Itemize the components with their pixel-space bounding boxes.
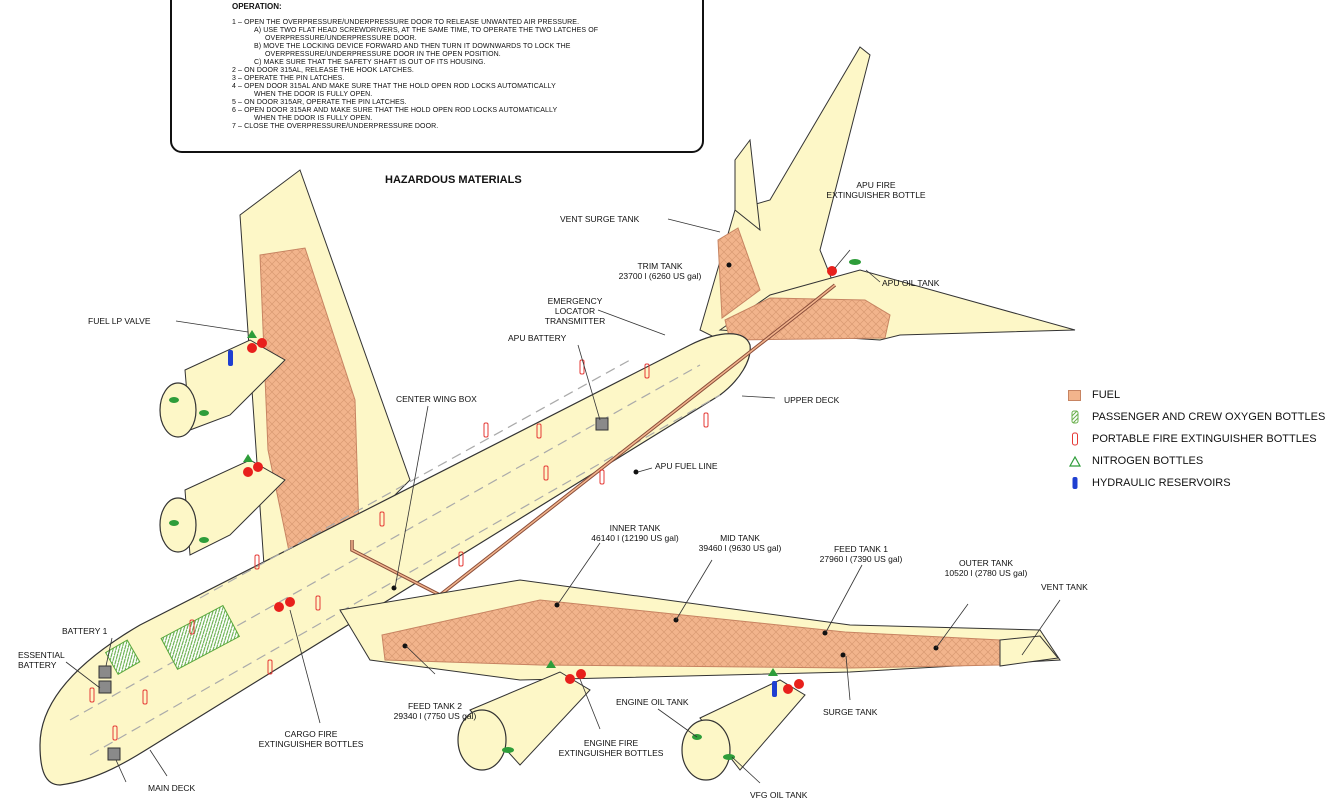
operation-line: 5 – ON DOOR 315AR, OPERATE THE PIN LATCH…	[232, 99, 407, 106]
label-line: 27960 l (7390 US gal)	[819, 554, 903, 564]
apu-battery	[595, 417, 609, 431]
label-vent-surge-tank: VENT SURGE TANK	[560, 214, 640, 224]
label-line: FEED TANK 1	[833, 544, 888, 554]
operation-line: 1 – OPEN THE OVERPRESSURE/UNDERPRESSURE …	[232, 19, 580, 26]
essential-battery	[98, 680, 112, 694]
legend-item-oxygen: PASSENGER AND CREW OXYGEN BOTTLES	[1068, 409, 1338, 425]
fire-extinguisher-dots	[243, 266, 837, 694]
triangle-outline-icon	[1068, 455, 1082, 467]
label-apu-fuel-line: APU FUEL LINE	[655, 461, 718, 471]
label-apu-battery: APU BATTERY	[508, 333, 567, 343]
label-mid-tank: MID TANK 39460 l (9630 US gal)	[688, 533, 792, 553]
leader-lines	[65, 218, 1061, 784]
legend-label: HYDRAULIC RESERVOIRS	[1092, 477, 1231, 489]
operation-line: WHEN THE DOOR IS FULLY OPEN.	[254, 115, 373, 122]
legend-label: PORTABLE FIRE EXTINGUISHER BOTTLES	[1092, 433, 1317, 445]
label-line: 46140 l (12190 US gal)	[591, 533, 679, 543]
battery-1	[98, 665, 112, 679]
operation-line: C) MAKE SURE THAT THE SAFETY SHAFT IS OU…	[254, 59, 486, 66]
label-line: LOCATOR	[554, 306, 596, 316]
label-line: 23700 l (6260 US gal)	[618, 271, 702, 281]
label-essential-battery: ESSENTIAL BATTERY	[18, 650, 65, 670]
label-line: TRIM TANK	[637, 261, 683, 271]
label-line: EXTINGUISHER BOTTLES	[258, 739, 364, 749]
nitrogen-triangles	[243, 330, 778, 676]
label-upper-deck: UPPER DECK	[784, 395, 840, 405]
legend-item-nitrogen: NITROGEN BOTTLES	[1068, 453, 1338, 469]
label-feed-tank-2: FEED TANK 2 29340 l (7750 US gal)	[380, 701, 490, 721]
label-line: TRANSMITTER	[544, 316, 606, 326]
label-center-wing-box: CENTER WING BOX	[396, 394, 477, 404]
label-line: 39460 l (9630 US gal)	[698, 543, 782, 553]
operation-box: OPERATION: 1 – OPEN THE OVERPRESSURE/UND…	[170, 0, 704, 153]
hydraulic-reservoir-right	[772, 681, 777, 697]
operation-title: OPERATION:	[232, 2, 282, 11]
diagram-title: HAZARDOUS MATERIALS	[385, 174, 522, 186]
label-line: EXTINGUISHER BOTTLE	[826, 190, 926, 200]
label-battery-1: BATTERY 1	[62, 626, 108, 636]
engine-right-inner	[457, 671, 591, 771]
portable-extinguisher-outlines	[89, 359, 709, 741]
label-line: INNER TANK	[609, 523, 661, 533]
engine-left-outer	[159, 339, 286, 438]
label-line: EXTINGUISHER BOTTLES	[558, 748, 664, 758]
operation-line: 4 – OPEN DOOR 315AL AND MAKE SURE THAT T…	[232, 83, 556, 90]
battery-front	[107, 747, 121, 761]
label-line: 29340 l (7750 US gal)	[393, 711, 477, 721]
oxygen-hatch-icon	[1071, 410, 1079, 424]
oxygen-bottles-mid	[160, 604, 241, 671]
label-vfg-oil-tank: VFG OIL TANK	[750, 790, 808, 800]
label-line: ENGINE FIRE	[583, 738, 639, 748]
label-elt: EMERGENCY LOCATOR TRANSMITTER	[525, 296, 625, 326]
legend-item-hydraulic: HYDRAULIC RESERVOIRS	[1068, 475, 1338, 491]
label-apu-fire-bottle: APU FIRE EXTINGUISHER BOTTLE	[816, 180, 936, 200]
label-apu-oil-tank: APU OIL TANK	[882, 278, 940, 288]
label-inner-tank: INNER TANK 46140 l (12190 US gal)	[580, 523, 690, 543]
engine-right-outer	[681, 679, 806, 781]
operation-line: 7 – CLOSE THE OVERPRESSURE/UNDERPRESSURE…	[232, 123, 439, 130]
extinguisher-outline-icon	[1072, 432, 1078, 446]
label-line: CARGO FIRE	[284, 729, 338, 739]
label-trim-tank: TRIM TANK 23700 l (6260 US gal)	[600, 261, 720, 281]
operation-line: 6 – OPEN DOOR 315AR AND MAKE SURE THAT T…	[232, 107, 558, 114]
label-outer-tank: OUTER TANK 10520 l (2780 US gal)	[934, 558, 1038, 578]
label-line: 10520 l (2780 US gal)	[944, 568, 1028, 578]
hydraulic-reservoir-left	[228, 350, 233, 366]
label-engine-oil-tank: ENGINE OIL TANK	[616, 697, 689, 707]
label-line: BATTERY	[18, 660, 57, 670]
label-line: ESSENTIAL	[18, 650, 65, 660]
fuel-swatch-icon	[1068, 390, 1081, 401]
label-vent-tank: VENT TANK	[1041, 582, 1088, 592]
label-fuel-lp-valve: FUEL LP VALVE	[88, 316, 151, 326]
label-line: OUTER TANK	[959, 558, 1013, 568]
label-feed-tank-1: FEED TANK 1 27960 l (7390 US gal)	[806, 544, 916, 564]
legend-label: NITROGEN BOTTLES	[1092, 455, 1204, 467]
label-engine-fire: ENGINE FIRE EXTINGUISHER BOTTLES	[546, 738, 676, 758]
operation-line: 3 – OPERATE THE PIN LATCHES.	[232, 75, 345, 82]
label-main-deck: MAIN DECK	[148, 783, 196, 793]
legend-label: FUEL	[1092, 389, 1121, 401]
fuselage	[39, 333, 751, 786]
operation-line: OVERPRESSURE/UNDERPRESSURE DOOR.	[265, 35, 417, 42]
label-line: APU FIRE	[856, 180, 896, 190]
operation-line: A) USE TWO FLAT HEAD SCREWDRIVERS, AT TH…	[254, 27, 599, 34]
operation-line: B) MOVE THE LOCKING DEVICE FORWARD AND T…	[254, 43, 571, 50]
legend-label: PASSENGER AND CREW OXYGEN BOTTLES	[1092, 411, 1326, 423]
blue-capsule-icon	[1072, 477, 1078, 489]
engine-left-inner	[159, 459, 286, 556]
label-line: FEED TANK 2	[407, 701, 462, 711]
label-line: EMERGENCY	[547, 296, 603, 306]
operation-line: OVERPRESSURE/UNDERPRESSURE DOOR IN THE O…	[265, 51, 501, 58]
label-cargo-fire: CARGO FIRE EXTINGUISHER BOTTLES	[246, 729, 376, 749]
label-surge-tank: SURGE TANK	[823, 707, 878, 717]
legend-item-extinguisher: PORTABLE FIRE EXTINGUISHER BOTTLES	[1068, 431, 1338, 447]
legend-item-fuel: FUEL	[1068, 387, 1338, 403]
label-line: MID TANK	[720, 533, 760, 543]
operation-line: WHEN THE DOOR IS FULLY OPEN.	[254, 91, 373, 98]
operation-line: 2 – ON DOOR 315AL, RELEASE THE HOOK LATC…	[232, 67, 414, 74]
oxygen-bottles-front	[104, 639, 141, 675]
